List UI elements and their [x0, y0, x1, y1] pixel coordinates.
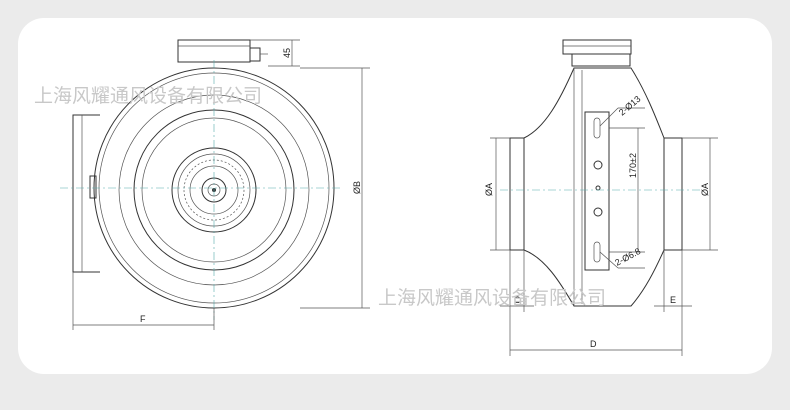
dim-dia-a-right: ØA	[700, 183, 710, 196]
dim-d: D	[590, 339, 597, 349]
watermark-top: 上海风耀通风设备有限公司	[34, 85, 262, 107]
spigot-left	[509, 137, 525, 251]
front-view: 45 ØB F	[60, 39, 370, 330]
housing-body	[523, 67, 665, 307]
dim-spacing: 170±2	[628, 153, 638, 178]
dim-45: 45	[282, 48, 292, 58]
dim-hole-top: 2-Ø13	[617, 94, 643, 118]
dim-e: E	[670, 295, 676, 305]
spigot-right	[663, 137, 683, 251]
watermark-bottom: 上海风耀通风设备有限公司	[378, 287, 606, 309]
mounting-plate	[584, 111, 610, 271]
dim-dia-b: ØB	[352, 181, 362, 194]
dim-c: C	[514, 295, 521, 305]
junction-box	[177, 39, 251, 63]
dim-f: F	[140, 314, 146, 324]
dim-dia-a-left: ØA	[484, 183, 494, 196]
side-junction-box	[562, 39, 632, 55]
mounting-flange	[72, 114, 100, 273]
drawing-card	[18, 18, 772, 374]
dim-hole-bottom: 2-Ø6.8	[613, 246, 642, 268]
